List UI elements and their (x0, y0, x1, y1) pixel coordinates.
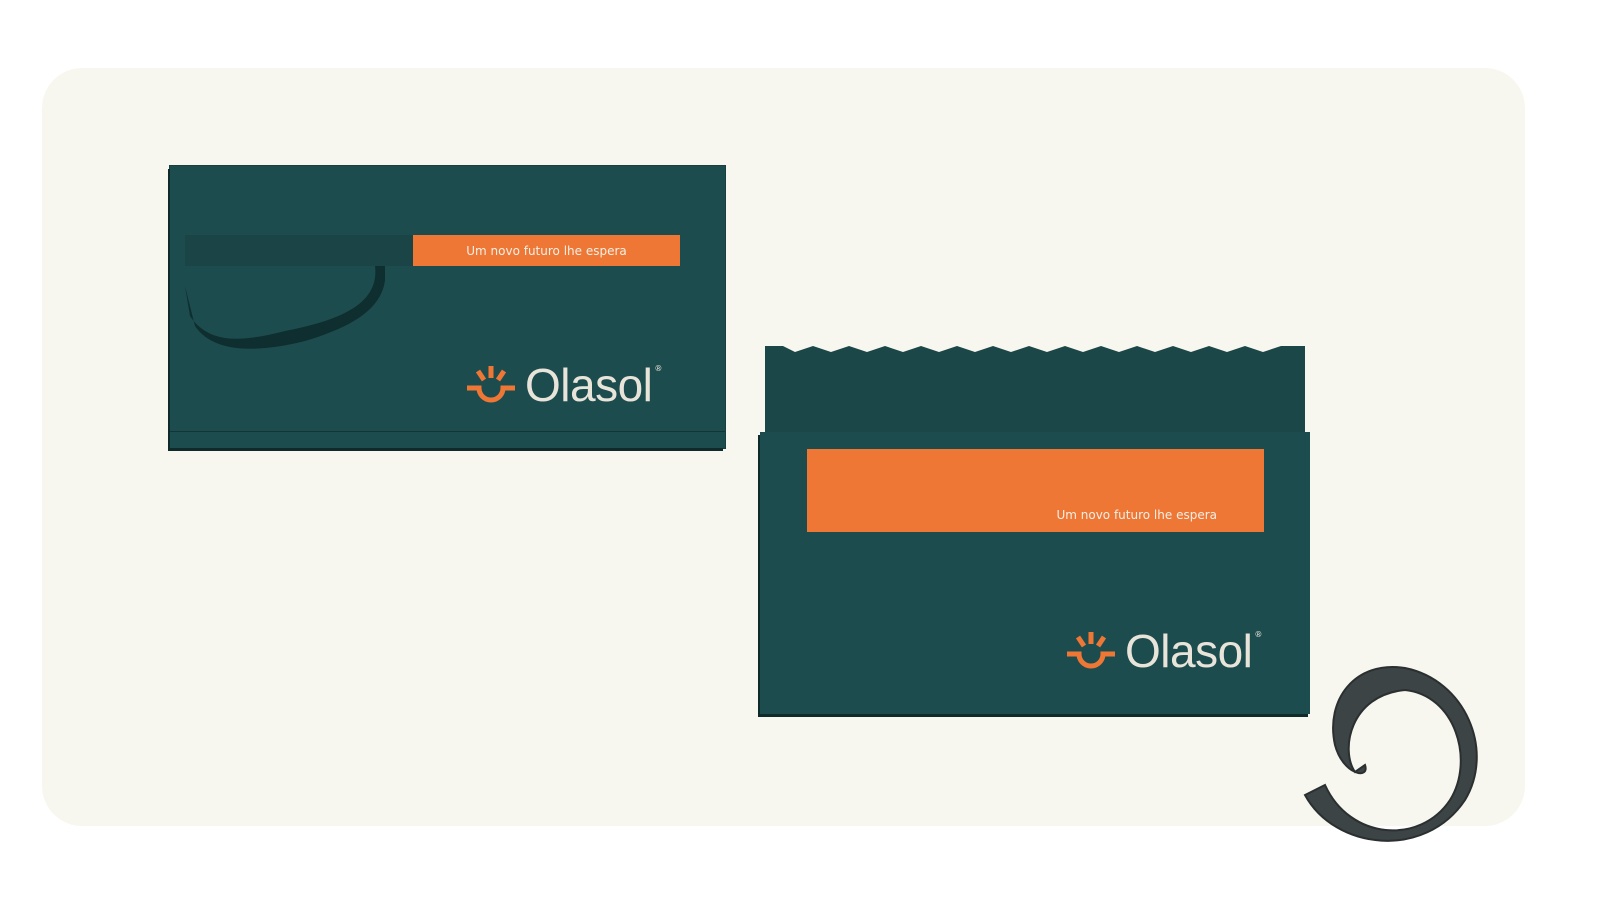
tagline-insert[interactable]: Um novo futuro lhe espera (807, 449, 1264, 532)
olasol-logo: Olasol ® (1065, 628, 1262, 674)
olasol-logo: Olasol ® (465, 362, 662, 408)
tagline-strip[interactable]: Um novo futuro lhe espera (413, 235, 680, 266)
torn-strip-curl (185, 266, 385, 349)
pull-strip-shadow (185, 235, 413, 266)
fold-line (170, 431, 725, 432)
logo-wordmark: Olasol (1125, 625, 1253, 677)
torn-strip-spiral (1303, 665, 1478, 842)
envelope-card-closed: Um novo futuro lhe espera Olasol ® (170, 166, 725, 448)
tagline-text: Um novo futuro lhe espera (1056, 508, 1217, 522)
logo-wordmark: Olasol (525, 359, 653, 411)
sun-logo-icon (1067, 632, 1115, 669)
sun-logo-icon (467, 366, 515, 403)
envelope-back-serrated (765, 346, 1305, 434)
serrated-edge (765, 346, 1305, 354)
registered-mark: ® (654, 364, 663, 373)
envelope-card-open: Um novo futuro lhe espera Olasol ® (760, 432, 1310, 714)
registered-mark: ® (1254, 630, 1263, 639)
tagline-text: Um novo futuro lhe espera (466, 243, 627, 258)
